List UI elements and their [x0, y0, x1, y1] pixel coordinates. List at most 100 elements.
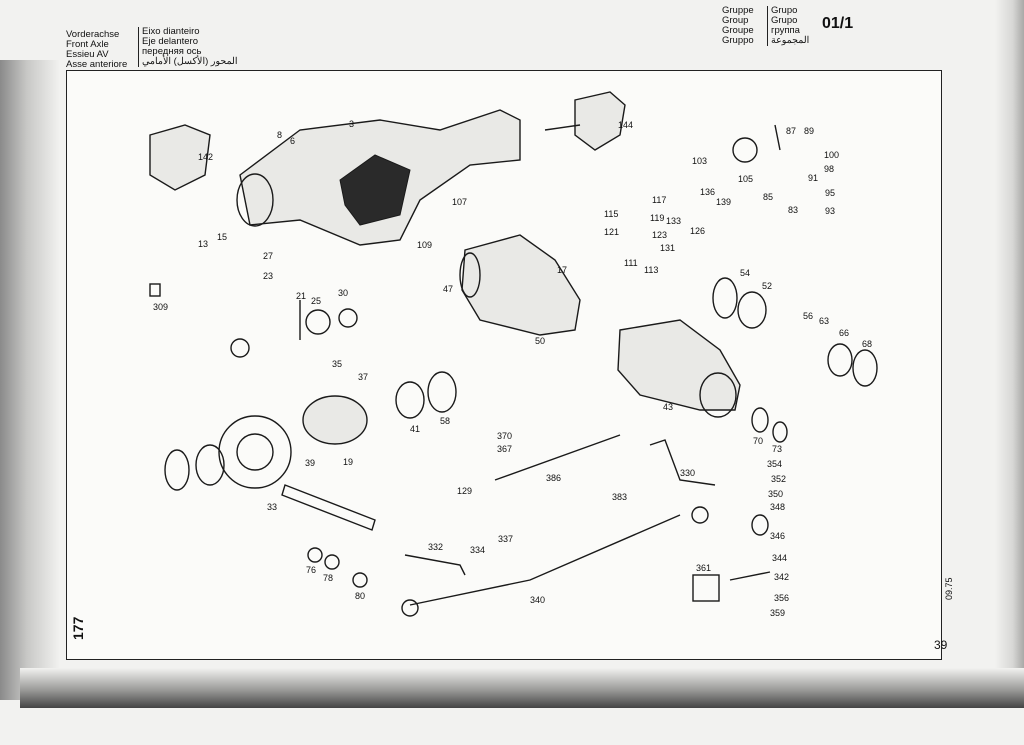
part-label: 8 — [277, 130, 282, 140]
part-label: 115 — [604, 209, 618, 219]
seal-66 — [827, 343, 853, 377]
ring-54 — [712, 277, 738, 319]
header-right-translations: Grupo Grupo группа المجموعة — [767, 6, 809, 46]
scan-edge-right — [995, 0, 1024, 680]
label-de: Vorderachse — [66, 29, 120, 40]
part-label: 83 — [788, 205, 798, 215]
part-label: 93 — [825, 206, 835, 216]
part-label: 342 — [774, 572, 789, 582]
part-labels: 3 8 6 142 144 107 109 13 15 87 89 103 10… — [153, 119, 872, 618]
part-label: 70 — [753, 436, 763, 446]
header-rule — [66, 70, 940, 71]
washer-30 — [230, 338, 250, 358]
part-label: 52 — [762, 281, 772, 291]
side-page-number: 177 — [70, 616, 86, 640]
part-label: 100 — [824, 150, 839, 160]
part-label: 133 — [666, 216, 681, 226]
bracket-left — [149, 124, 211, 191]
ring-68 — [852, 349, 878, 387]
seal-70 — [751, 407, 769, 433]
date-code: 09.75 — [944, 577, 954, 600]
part-label: 95 — [825, 188, 835, 198]
ball-joint-346 — [751, 514, 769, 536]
group-label-en: Group — [722, 15, 749, 26]
part-label: 35 — [332, 359, 342, 369]
part-label: 107 — [452, 197, 467, 207]
group-number: 01/1 — [822, 15, 854, 32]
part-label: 63 — [819, 316, 829, 326]
label-it: Asse anteriore — [66, 59, 128, 70]
part-label: 30 — [338, 288, 348, 298]
tie-rod — [409, 514, 681, 606]
part-label: 91 — [808, 173, 818, 183]
header-left-labels: Vorderachse Front Axle Essieu AV Asse an… — [66, 30, 127, 70]
label-fr: Essieu AV — [66, 49, 109, 60]
bushing-76 — [307, 547, 323, 563]
group-label-ar: المجموعة — [771, 35, 810, 46]
part-label: 129 — [457, 486, 472, 496]
part-label: 89 — [804, 126, 814, 136]
part-label: 87 — [786, 126, 796, 136]
group-label-fr: Groupe — [722, 25, 754, 36]
part-label: 340 — [530, 595, 545, 605]
part-label: 144 — [618, 120, 633, 130]
part-label: 78 — [323, 573, 333, 583]
part-label: 105 — [738, 174, 753, 184]
part-label: 13 — [198, 239, 208, 249]
bracket-361 — [692, 574, 720, 602]
part-label: 346 — [770, 531, 785, 541]
part-label: 80 — [355, 591, 365, 601]
pitman-arm — [649, 439, 716, 486]
part-label: 119 — [650, 213, 664, 223]
group-label-it: Gruppo — [722, 35, 754, 46]
part-label: 337 — [498, 534, 513, 544]
spring-pin-87 — [774, 124, 781, 151]
part-label: 370 — [497, 431, 512, 441]
part-label: 19 — [343, 457, 353, 467]
label-ru: передняя ось — [142, 46, 202, 57]
group-label-de: Gruppe — [722, 5, 754, 16]
ring-58b — [164, 449, 190, 491]
group-label-es: Grupo — [771, 15, 798, 26]
part-label: 117 — [652, 195, 666, 205]
part-label: 85 — [763, 192, 773, 202]
part-label: 58 — [440, 416, 450, 426]
diagram-drawing — [149, 91, 878, 617]
washer-30b — [338, 308, 358, 328]
part-label: 76 — [306, 565, 316, 575]
part-label: 33 — [267, 502, 277, 512]
part-label: 121 — [604, 227, 619, 237]
drag-link — [494, 434, 621, 481]
part-label: 330 — [680, 468, 695, 478]
page-number: 39 — [934, 638, 948, 652]
part-label: 123 — [652, 230, 667, 240]
part-label: 356 — [774, 593, 789, 603]
differential-carrier — [302, 395, 368, 445]
axle-housing-opening — [339, 154, 411, 226]
idler-arm — [404, 554, 466, 576]
group-label-pt: Grupo — [771, 5, 798, 16]
header-right-labels: Gruppe Group Groupe Gruppo — [722, 6, 754, 46]
part-label: 126 — [690, 226, 705, 236]
header-left-translations: Eixo dianteiro Eje delantero передняя ос… — [138, 27, 238, 67]
part-label: 386 — [546, 473, 561, 483]
part-label: 367 — [497, 444, 512, 454]
bearing-41a — [395, 381, 425, 419]
differential-housing — [617, 319, 741, 411]
part-label: 350 — [768, 489, 783, 499]
part-label: 348 — [770, 502, 785, 512]
bracket-pin — [544, 124, 581, 131]
label-en: Front Axle — [66, 39, 109, 50]
differential-flange — [699, 372, 737, 418]
part-label: 309 — [153, 302, 168, 312]
part-label: 25 — [311, 296, 321, 306]
part-label: 361 — [696, 563, 711, 573]
part-label: 47 — [443, 284, 453, 294]
part-label: 109 — [417, 240, 432, 250]
part-label: 68 — [862, 339, 872, 349]
bracket-right — [574, 91, 626, 151]
part-label: 66 — [839, 328, 849, 338]
group-label-ru: группа — [771, 25, 800, 36]
bearing-41b — [195, 444, 225, 486]
